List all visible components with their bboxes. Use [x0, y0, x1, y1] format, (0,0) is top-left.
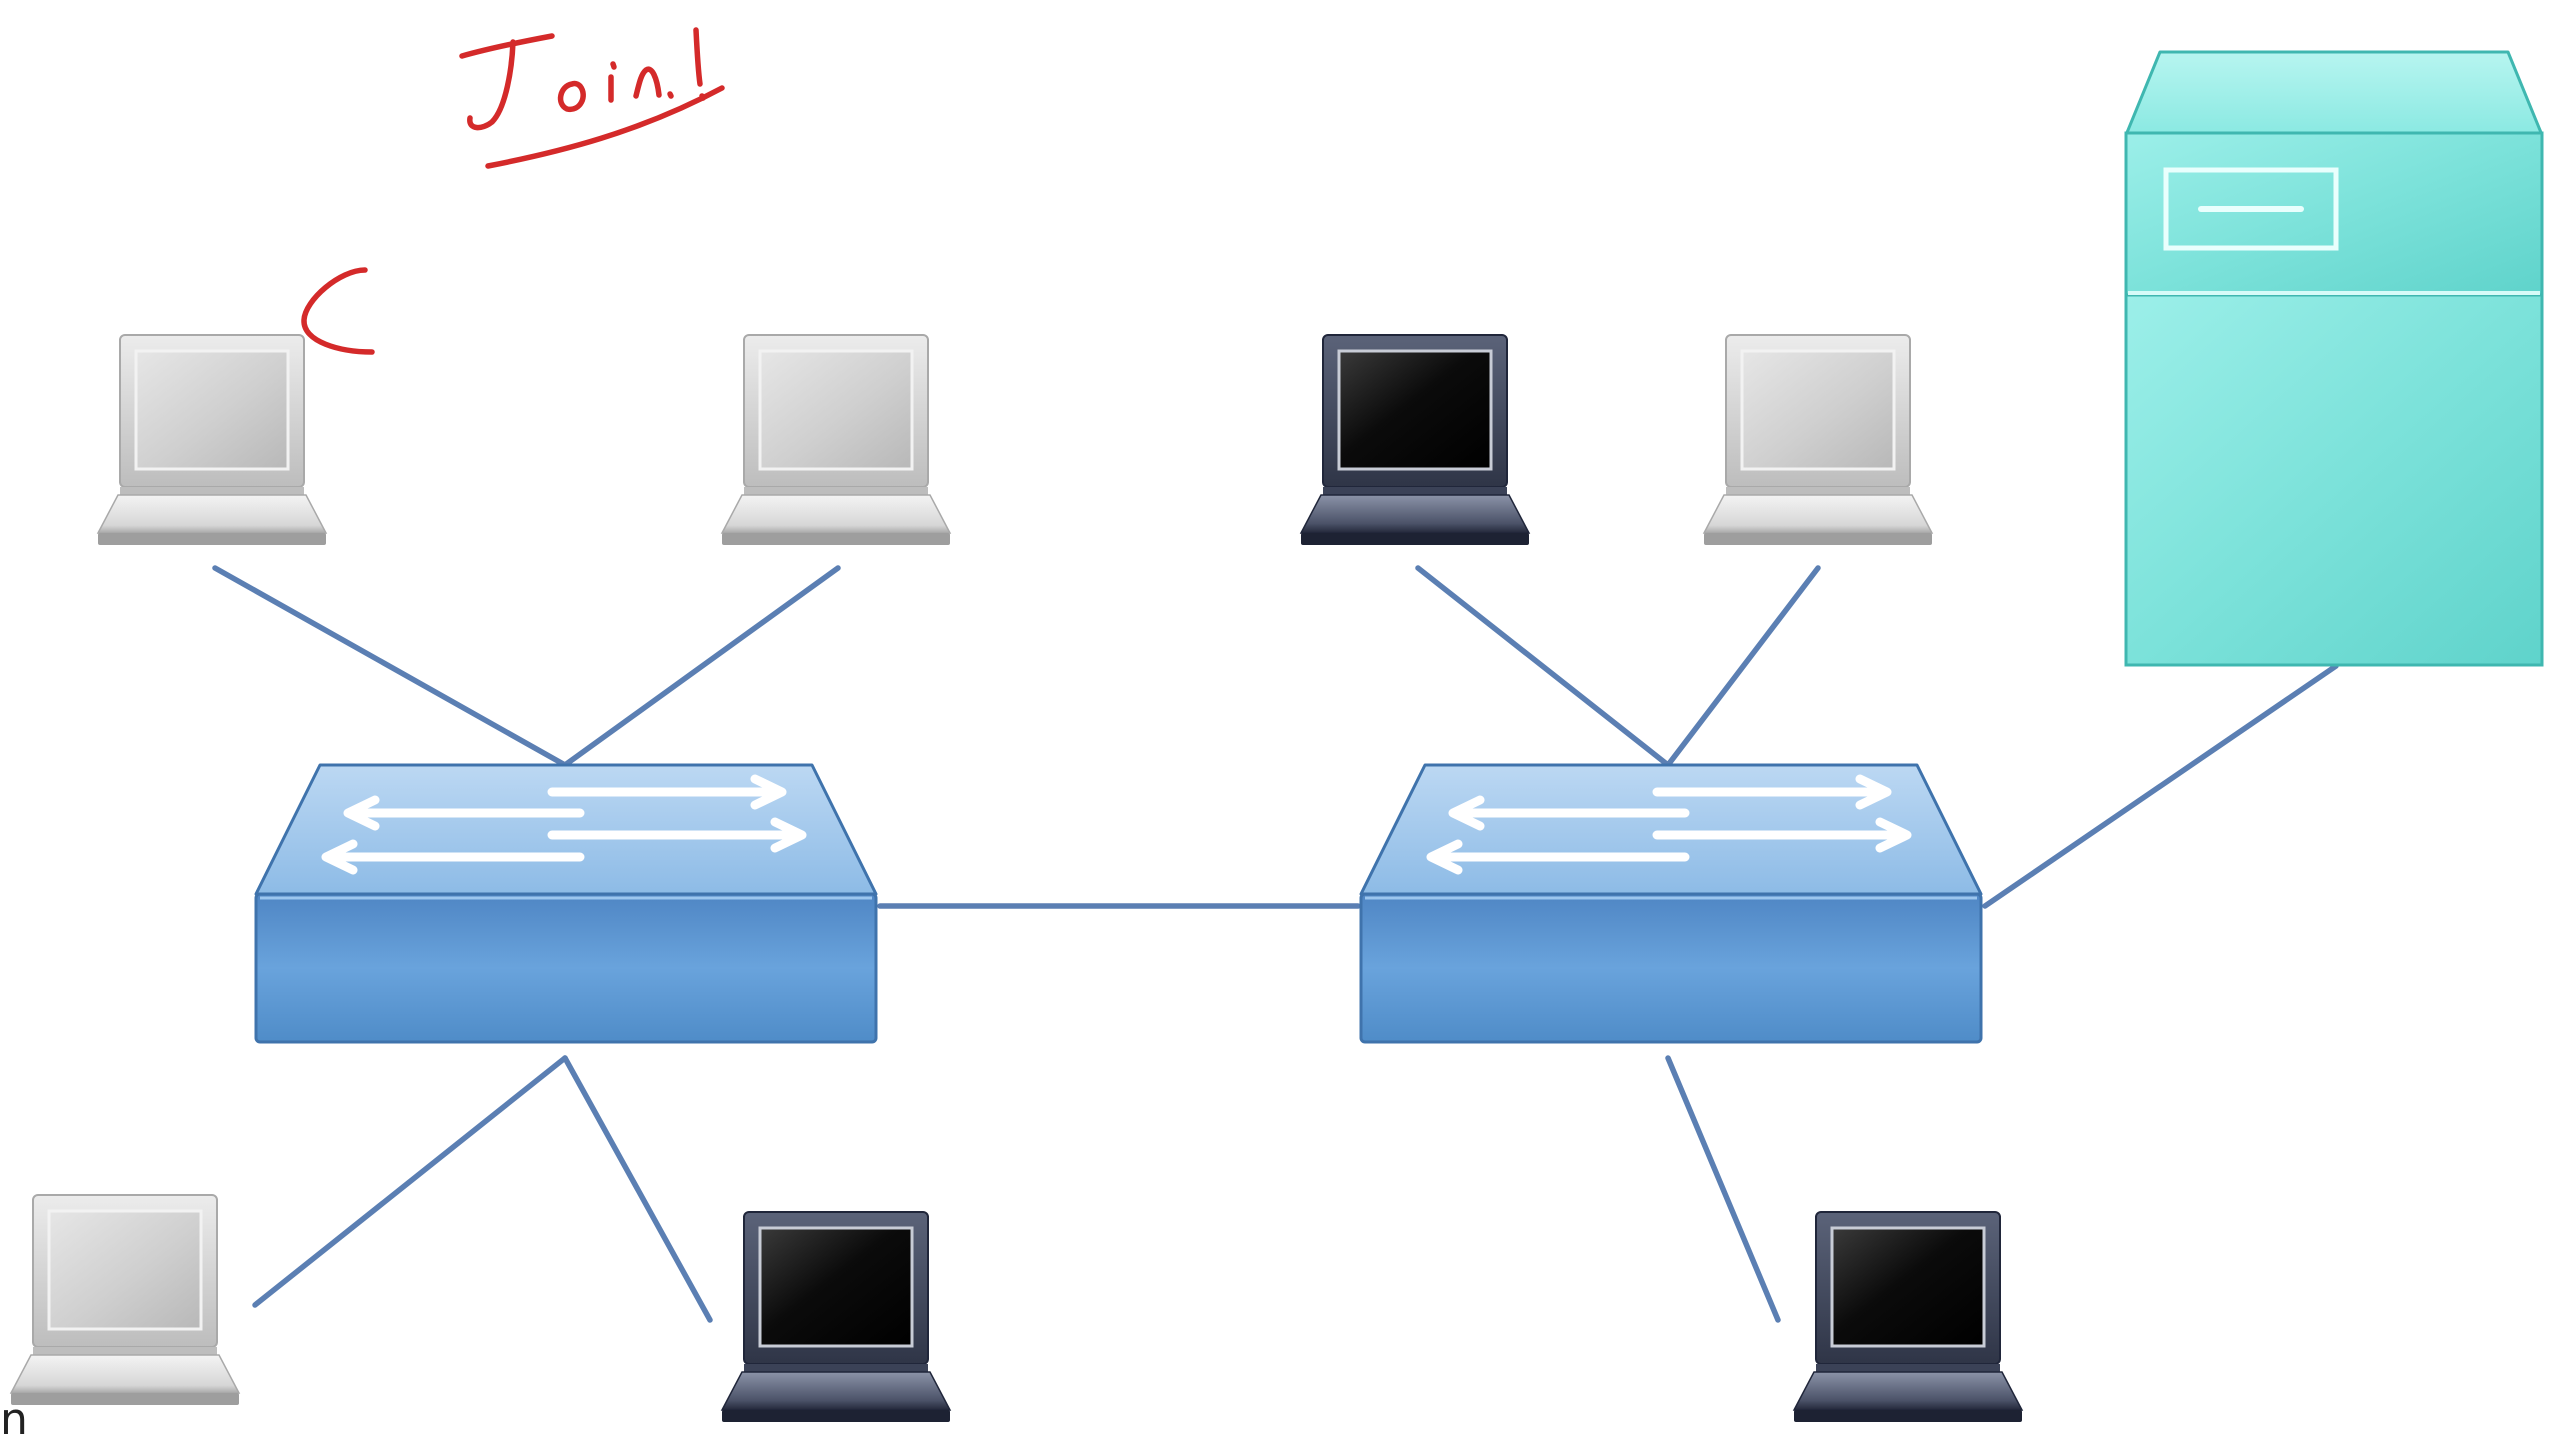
link-laptop-6-switch-1: [562, 1055, 713, 1323]
laptop-4-laptop-icon: [1702, 334, 1934, 545]
laptop-3-laptop-icon: [1299, 334, 1531, 545]
edge-glyph-text: n: [0, 1394, 28, 1445]
laptop-6-laptop-icon: [720, 1211, 952, 1422]
nodes-layer: [9, 50, 2544, 1422]
server-1-server-tower-icon: [2124, 50, 2544, 667]
laptop-2-laptop-icon: [720, 334, 952, 545]
laptop-7-laptop-icon: [1792, 1211, 2024, 1422]
link-server-1-switch-2: [1982, 663, 2339, 909]
handwritten-annotation: [301, 27, 725, 355]
links-layer: [212, 565, 2339, 1323]
link-laptop-3-switch-2: [1415, 565, 1671, 768]
link-laptop-5-switch-1: [252, 1055, 568, 1308]
laptop-5-laptop-icon: [9, 1194, 241, 1405]
switching-arrows-icon: [321, 774, 807, 875]
link-laptop-1-switch-1: [212, 565, 568, 768]
switch-1-network-switch-icon: [254, 763, 878, 1044]
link-laptop-2-switch-1: [562, 565, 841, 768]
switch-2-network-switch-icon: [1359, 763, 1983, 1044]
switching-arrows-icon: [1426, 774, 1912, 875]
laptop-1-laptop-icon: [96, 334, 328, 545]
link-laptop-7-switch-2: [1665, 1055, 1781, 1323]
link-laptop-4-switch-2: [1665, 565, 1821, 768]
